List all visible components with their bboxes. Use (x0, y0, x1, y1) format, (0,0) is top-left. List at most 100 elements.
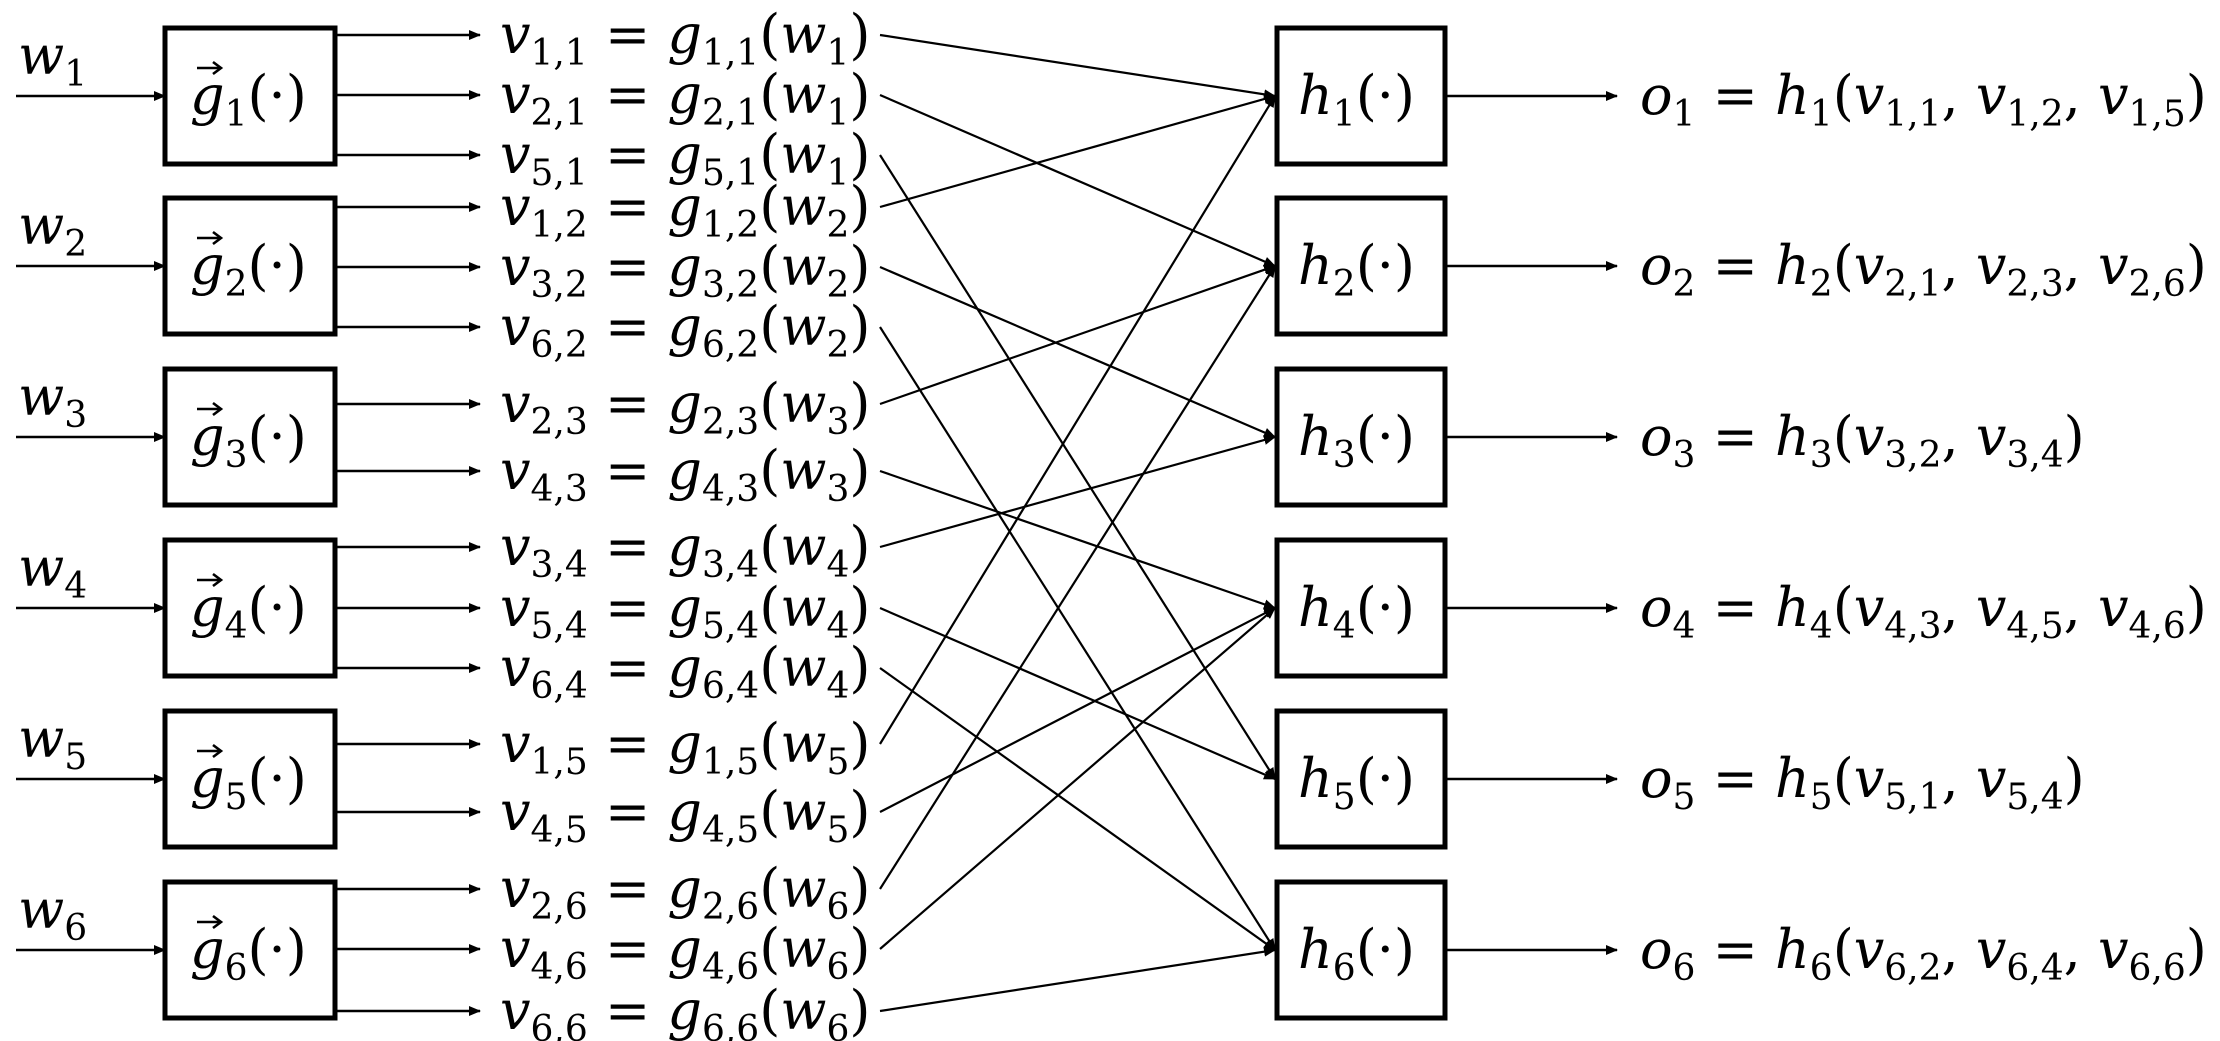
h-arg-1: (·) (1356, 64, 1415, 127)
out-h-1-symbol: h (1775, 64, 1810, 127)
out-h-4-symbol: h (1775, 576, 1810, 639)
g-4-subscript: 4 (225, 606, 248, 647)
msg-v-1,5-symbol: v (500, 712, 531, 775)
h-box-label-3: h3​(·) (1298, 405, 1415, 476)
g-box-4 (162, 537, 338, 679)
out-v-1,5-subscript: 1,5 (2129, 94, 2186, 135)
connection-2,3-to-h2 (879, 264, 1276, 406)
h-3-symbol: h (1298, 405, 1333, 468)
out-v-4,6-symbol: v (2098, 576, 2129, 639)
out-h-4-subscript: 4 (1810, 606, 1833, 647)
msg-w-4-symbol: w (780, 636, 826, 699)
g-arg-5: (·) (247, 747, 306, 810)
msg-g-4,3-symbol: g (667, 439, 702, 502)
g-box-2 (162, 195, 338, 337)
out-o-1-symbol: o (1640, 64, 1673, 127)
msg-g-6,4-subscript: 6,4 (702, 666, 759, 707)
msg-v-2,6-symbol: v (500, 857, 531, 920)
msg-g-5,4-subscript: 5,4 (702, 606, 759, 647)
out-v-2,3-subscript: 2,3 (2006, 264, 2063, 305)
msg-v-5,1-symbol: v (500, 123, 531, 186)
input-label-1: w1​ (18, 24, 87, 95)
msg-w-5-symbol: w (780, 712, 826, 775)
out-v-4,3-symbol: v (1854, 576, 1885, 639)
msg-v-3,4-symbol: v (500, 515, 531, 578)
message-label-4,6: v4,6​ = g4,6​(w6​) (500, 917, 871, 988)
wire-layer (16, 30, 1618, 1016)
out-o-5-subscript: 5 (1673, 777, 1696, 818)
vector-arrowhead-icon (212, 401, 224, 417)
h-6-subscript: 6 (1333, 948, 1356, 989)
input-4-symbol: w (18, 536, 64, 599)
box-layer (162, 25, 1448, 1021)
msg-v-1,5-subscript: 1,5 (531, 742, 588, 783)
out-o-2-subscript: 2 (1673, 264, 1696, 305)
msg-g-3,4-symbol: g (667, 515, 702, 578)
out-v-4,5-subscript: 4,5 (2006, 606, 2063, 647)
msg-g-1,1-subscript: 1,1 (702, 33, 759, 74)
msg-v-6,4-symbol: v (500, 636, 531, 699)
msg-g-1,5-symbol: g (667, 712, 702, 775)
message-label-5,1: v5,1​ = g5,1​(w1​) (500, 123, 871, 194)
h-arg-5: (·) (1356, 747, 1415, 810)
msg-w-2-subscript: 2 (827, 325, 850, 366)
msg-g-4,5-symbol: g (667, 780, 702, 843)
g-3-subscript: 3 (225, 435, 248, 476)
message-label-6,4: v6,4​ = g6,4​(w4​) (500, 636, 871, 707)
msg-g-6,6-symbol: g (667, 979, 702, 1041)
out-v-2,1-subscript: 2,1 (1884, 264, 1941, 305)
msg-w-3-symbol: w (780, 372, 826, 435)
output-label-5: o5​ = h5​(v5,1​, v5,4​) (1640, 747, 2085, 818)
msg-w-1-symbol: w (780, 3, 826, 66)
msg-v-4,3-subscript: 4,3 (531, 469, 588, 510)
g-box-6 (162, 879, 338, 1021)
h-arg-4: (·) (1356, 576, 1415, 639)
g-box-1 (162, 25, 338, 167)
connection-6,6-to-h6 (879, 946, 1276, 1013)
out-v-2,1-symbol: v (1854, 234, 1885, 297)
h-1-subscript: 1 (1333, 94, 1356, 135)
out-o-3-subscript: 3 (1673, 435, 1696, 476)
out-v-6,4-symbol: v (1976, 918, 2007, 981)
h-box-6 (1274, 879, 1448, 1021)
output-label-3: o3​ = h3​(v3,2​, v3,4​) (1640, 405, 2085, 476)
vector-arrowhead-icon (212, 572, 224, 588)
msg-w-6-subscript: 6 (827, 1009, 850, 1041)
msg-g-6,4-symbol: g (667, 636, 702, 699)
input-4-subscript: 4 (64, 566, 87, 607)
msg-g-2,1-subscript: 2,1 (702, 93, 759, 134)
msg-g-6,2-symbol: g (667, 295, 702, 358)
g-5-symbol: g (190, 747, 225, 810)
msg-v-5,4-symbol: v (500, 576, 531, 639)
msg-v-3,4-subscript: 3,4 (531, 545, 588, 586)
out-v-1,1-subscript: 1,1 (1884, 94, 1941, 135)
out-h-6-symbol: h (1775, 918, 1810, 981)
h-box-label-1: h1​(·) (1298, 64, 1415, 135)
input-3-subscript: 3 (64, 395, 87, 436)
message-label-2,1: v2,1​ = g2,1​(w1​) (500, 63, 871, 134)
out-v-3,2-subscript: 3,2 (1884, 435, 1941, 476)
msg-v-2,1-symbol: v (500, 63, 531, 126)
g-5-subscript: 5 (225, 777, 248, 818)
g-box-label-3: g3​(·) (190, 405, 307, 476)
g-box-label-6: g6​(·) (190, 918, 307, 989)
vector-arrowhead-icon (212, 60, 224, 76)
connection-1,1-to-h1 (879, 33, 1276, 100)
msg-w-4-symbol: w (780, 515, 826, 578)
out-v-4,3-subscript: 4,3 (1884, 606, 1941, 647)
msg-w-6-subscript: 6 (827, 947, 850, 988)
g-4-symbol: g (190, 576, 225, 639)
out-v-1,1-symbol: v (1854, 64, 1885, 127)
msg-w-1-subscript: 1 (827, 33, 850, 74)
input-3-symbol: w (18, 365, 64, 428)
out-v-3,4-subscript: 3,4 (2006, 435, 2063, 476)
out-v-3,4-symbol: v (1976, 405, 2007, 468)
g-box-3 (162, 366, 338, 508)
msg-v-6,2-symbol: v (500, 295, 531, 358)
msg-g-6,6-subscript: 6,6 (702, 1009, 759, 1041)
h-box-5 (1274, 708, 1448, 850)
input-6-subscript: 6 (64, 908, 87, 949)
input-2-subscript: 2 (64, 224, 87, 265)
g-box-label-1: g1​(·) (190, 64, 307, 135)
